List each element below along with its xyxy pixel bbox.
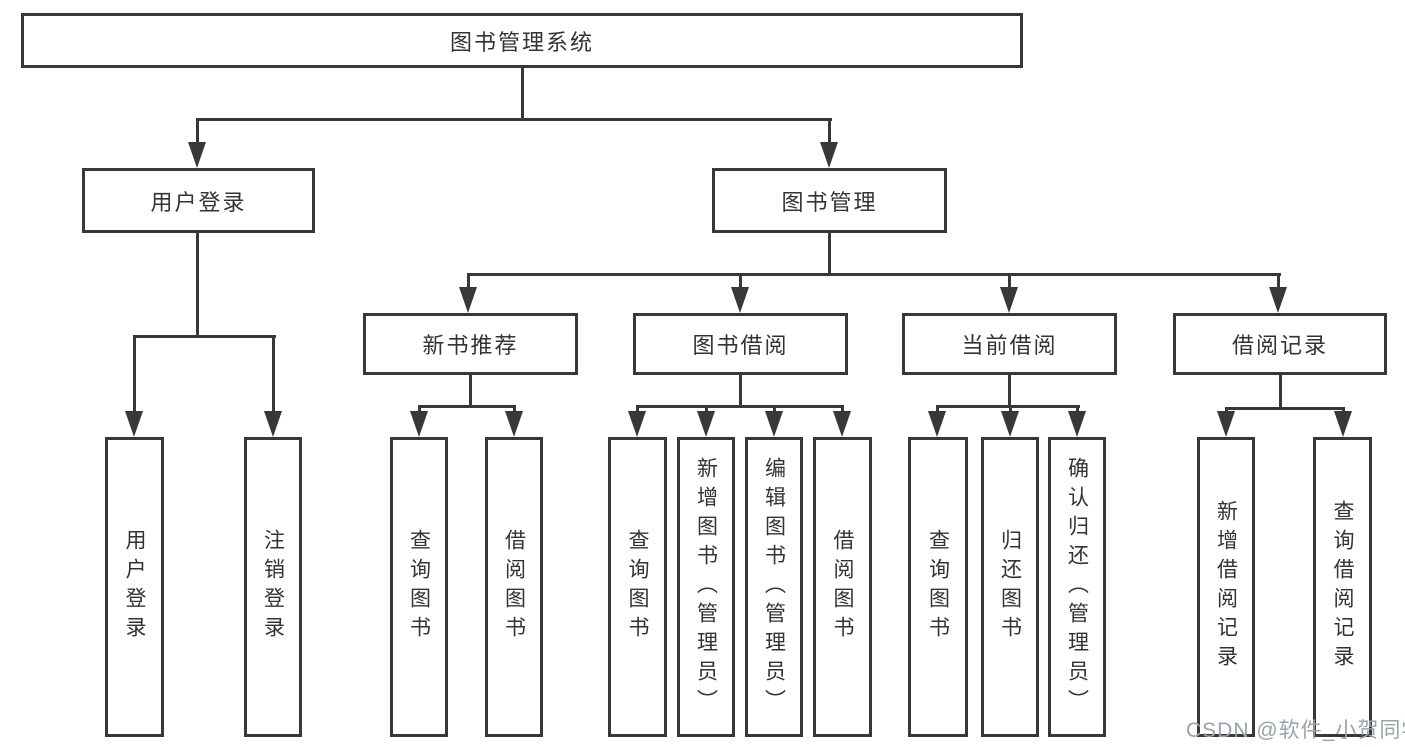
- node-label: 新书推荐: [422, 333, 519, 358]
- node-label: 新增借阅记录: [1214, 500, 1238, 674]
- arrow-down-icon: [1269, 287, 1287, 313]
- node-label: 用户登录: [150, 189, 247, 215]
- node-leaf-user-login-action: 用户登录: [105, 437, 164, 737]
- node-current-borrow: 当前借阅: [902, 313, 1117, 375]
- arrow-down-icon: [1068, 411, 1086, 437]
- connector-stem: [133, 335, 136, 413]
- connector-new-books-bus: [418, 405, 516, 408]
- connector-user-login-bus: [133, 335, 276, 338]
- arrow-down-icon: [628, 411, 646, 437]
- node-label: 查询借阅记录: [1331, 500, 1354, 674]
- connector-book-borrow-bus: [636, 405, 844, 408]
- connector-level3-bus: [467, 273, 1281, 276]
- node-label: 借阅记录: [1231, 333, 1328, 358]
- arrow-down-icon: [697, 411, 715, 437]
- connector-stem: [828, 118, 831, 144]
- connector-user-login-stub: [196, 233, 199, 337]
- connector-borrow-records-bus: [1225, 407, 1345, 410]
- arrow-down-icon: [928, 411, 946, 437]
- node-label: 编辑图书（管理员）: [762, 456, 786, 718]
- connector-current-borrow-stub: [1008, 375, 1011, 408]
- node-leaf-nb-borrow-books: 借阅图书: [485, 437, 543, 737]
- node-book-management: 图书管理: [712, 168, 947, 233]
- node-leaf-nb-query-books: 查询图书: [390, 437, 448, 737]
- connector-stem: [467, 273, 470, 289]
- connector-book-mgmt-stub: [828, 233, 831, 275]
- connector-stem: [1008, 273, 1011, 289]
- node-leaf-bb-borrow-books: 借阅图书: [813, 437, 872, 737]
- node-leaf-bb-edit-books-admin: 编辑图书（管理员）: [745, 437, 803, 737]
- node-label: 当前借阅: [961, 333, 1058, 358]
- node-leaf-logout: 注销登录: [244, 437, 302, 737]
- arrow-down-icon: [1334, 411, 1352, 437]
- arrow-down-icon: [820, 142, 838, 168]
- connector-stem: [513, 405, 516, 415]
- node-leaf-br-query-record: 查询借阅记录: [1313, 437, 1372, 737]
- arrow-down-icon: [1001, 411, 1019, 437]
- node-leaf-bb-query-books: 查询图书: [608, 437, 667, 737]
- arrow-down-icon: [505, 411, 523, 437]
- node-label: 图书管理系统: [449, 29, 594, 55]
- connector-root-stub: [521, 68, 524, 118]
- node-leaf-cb-confirm-return-admin: 确认归还（管理员）: [1048, 437, 1106, 737]
- node-borrow-records: 借阅记录: [1173, 313, 1387, 375]
- arrow-down-icon: [264, 411, 282, 437]
- node-leaf-br-add-record: 新增借阅记录: [1197, 437, 1255, 737]
- arrow-down-icon: [1217, 411, 1235, 437]
- arrow-down-icon: [410, 411, 428, 437]
- connector-stem: [936, 405, 939, 415]
- node-label: 查询图书: [626, 529, 649, 645]
- connector-stem: [1277, 273, 1280, 289]
- arrow-down-icon: [731, 287, 749, 313]
- connector-borrow-records-stub: [1279, 375, 1282, 410]
- arrow-down-icon: [1000, 287, 1018, 313]
- connector-level2-bus: [196, 118, 832, 121]
- node-leaf-bb-add-books-admin: 新增图书（管理员）: [677, 437, 735, 737]
- arrow-down-icon: [833, 411, 851, 437]
- connector-stem: [841, 405, 844, 415]
- connector-stem: [705, 405, 708, 415]
- node-label: 查询图书: [407, 529, 431, 645]
- connector-stem: [773, 405, 776, 415]
- connector-stem: [1076, 405, 1079, 415]
- node-label: 借阅图书: [502, 529, 526, 645]
- node-user-login: 用户登录: [82, 168, 315, 233]
- node-root: 图书管理系统: [21, 13, 1023, 68]
- connector-new-books-stub: [469, 375, 472, 408]
- connector-stem: [636, 405, 639, 415]
- node-leaf-cb-query-books: 查询图书: [908, 437, 968, 737]
- arrow-down-icon: [125, 411, 143, 437]
- arrow-down-icon: [459, 287, 477, 313]
- node-label: 确认归还（管理员）: [1065, 456, 1089, 718]
- node-new-book-recommend: 新书推荐: [363, 313, 578, 375]
- connector-book-borrow-stub: [739, 375, 742, 408]
- arrow-down-icon: [765, 411, 783, 437]
- node-leaf-cb-return-books: 归还图书: [981, 437, 1039, 737]
- arrow-down-icon: [188, 142, 206, 168]
- connector-stem: [1009, 405, 1012, 415]
- connector-stem: [272, 335, 275, 413]
- node-label: 归还图书: [998, 529, 1022, 645]
- node-label: 新增图书（管理员）: [694, 456, 718, 718]
- node-book-borrow: 图书借阅: [633, 313, 848, 375]
- node-label: 图书借阅: [692, 333, 789, 358]
- connector-stem: [196, 118, 199, 144]
- node-label: 图书管理: [781, 189, 878, 215]
- node-label: 借阅图书: [831, 529, 854, 645]
- connector-stem: [418, 405, 421, 415]
- node-label: 查询图书: [926, 529, 950, 645]
- node-label: 用户登录: [123, 529, 146, 645]
- node-label: 注销登录: [261, 529, 285, 645]
- connector-current-borrow-bus: [936, 405, 1080, 408]
- watermark: CSDN @软件_小贺同学: [1186, 719, 1405, 742]
- connector-stem: [739, 273, 742, 289]
